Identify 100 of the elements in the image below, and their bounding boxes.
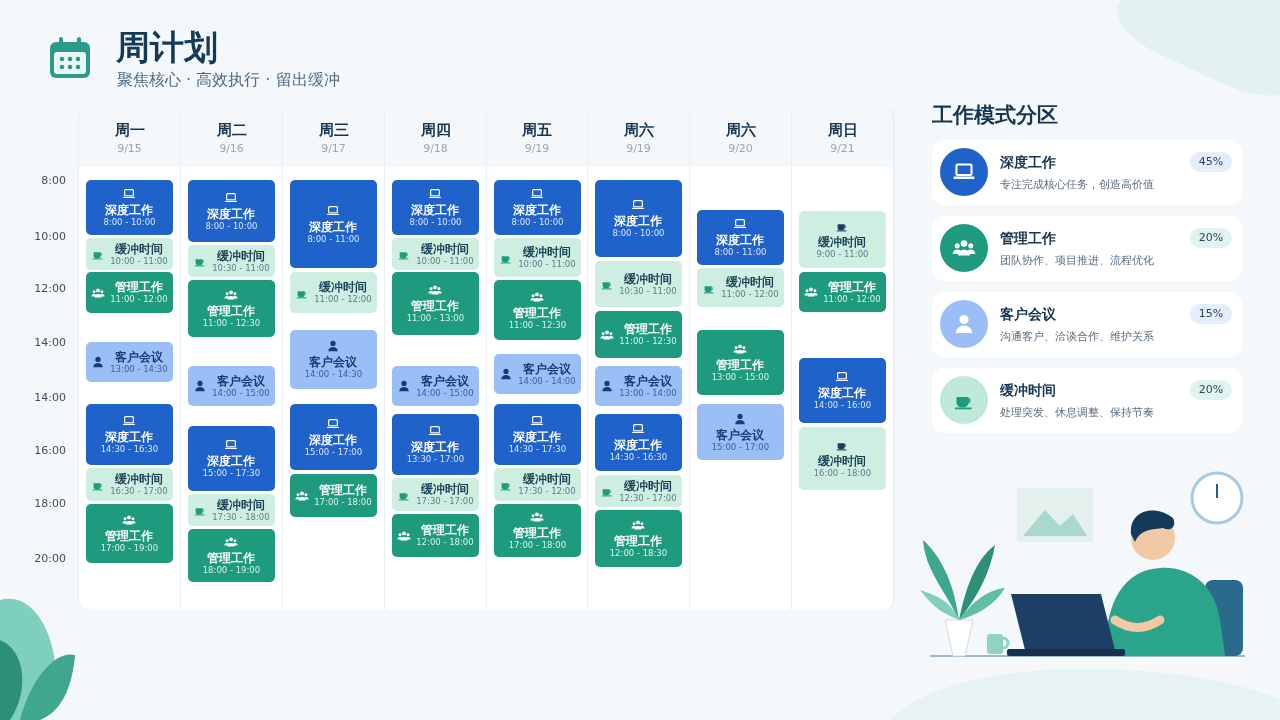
event-time: 8:00 - 10:00	[511, 217, 564, 228]
day-column	[181, 108, 282, 610]
event-title: 缓冲时间	[419, 241, 470, 256]
category-card	[932, 140, 1242, 205]
event-title: 缓冲时间	[622, 271, 673, 286]
deep-work-block	[494, 404, 581, 465]
event-time: 14:00 - 14:30	[304, 369, 363, 380]
event-title: 缓冲时间	[317, 280, 368, 294]
deep-work-block	[799, 358, 886, 423]
event-title: 缓冲时间	[622, 478, 673, 493]
event-title: 深度工作	[410, 440, 461, 454]
deep-work-block	[392, 414, 479, 475]
event-title: 深度工作	[613, 438, 664, 452]
event-title: 缓冲时间	[215, 248, 266, 263]
event-time: 8:00 - 10:00	[409, 217, 462, 228]
event-title: 管理工作	[206, 551, 257, 565]
event-title: 客户会议	[113, 349, 164, 364]
category-title: 管理工作	[1000, 229, 1056, 247]
client-meeting-block	[494, 354, 581, 394]
percentage-badge: 20%	[1190, 380, 1232, 400]
event-title: 深度工作	[410, 203, 461, 217]
buffer-time-block	[494, 238, 581, 277]
day-column	[792, 108, 893, 610]
event-time: 11:00 - 13:00	[406, 313, 465, 324]
day-name: 周日	[826, 120, 859, 140]
event-title: 管理工作	[715, 358, 766, 372]
event-time: 10:30 - 11:00	[619, 285, 677, 297]
deep-work-block	[697, 210, 784, 265]
subtitle: 聚焦核心 · 高效执行 · 留出缓冲	[117, 70, 340, 90]
day-name: 周四	[419, 120, 452, 140]
event-time: 14:00 - 16:00	[813, 400, 872, 411]
event-time: 10:00 - 11:00	[110, 255, 168, 267]
buffer-time-block	[494, 468, 581, 501]
buffer-time-block	[86, 238, 173, 270]
event-time: 13:00 - 14:00	[619, 387, 677, 399]
management-block	[392, 272, 479, 335]
time-label: 12:00	[33, 282, 66, 296]
day-date: 9/16	[218, 142, 245, 156]
client-meeting-block	[697, 404, 784, 460]
event-title: 深度工作	[308, 219, 359, 234]
event-title: 管理工作	[410, 299, 461, 313]
category-description: 专注完成核心任务，创造高价值	[1000, 177, 1154, 191]
event-time: 11:00 - 12:30	[202, 318, 261, 329]
time-label: 18:00	[33, 497, 66, 511]
event-time: 16:00 - 18:00	[813, 468, 872, 479]
category-description: 团队协作、项目推进、流程优化	[1000, 253, 1154, 267]
event-time: 13:00 - 15:00	[711, 372, 770, 383]
category-card	[932, 216, 1242, 281]
event-title: 深度工作	[512, 430, 563, 444]
day-date: 9/18	[422, 142, 449, 156]
event-title: 缓冲时间	[419, 482, 470, 496]
event-time: 15:00 - 17:30	[202, 468, 261, 479]
event-title: 缓冲时间	[521, 245, 572, 259]
event-time: 8:00 - 10:00	[205, 220, 258, 232]
day-date: 9/21	[829, 142, 856, 156]
event-time: 14:30 - 16:30	[609, 452, 668, 463]
event-time: 12:00 - 18:00	[416, 537, 474, 548]
day-column	[690, 108, 791, 610]
event-title: 深度工作	[512, 203, 563, 217]
event-time: 12:00 - 18:30	[609, 548, 668, 559]
percentage-badge: 20%	[1190, 228, 1232, 248]
event-time: 17:30 - 17:00	[416, 496, 474, 507]
event-time: 13:00 - 14:30	[110, 363, 168, 375]
management-block	[494, 504, 581, 557]
page-title: 周计划	[116, 26, 218, 68]
day-name: 周六	[622, 120, 655, 140]
event-title: 深度工作	[308, 432, 359, 447]
event-title: 客户会议	[308, 355, 359, 369]
event-title: 客户会议	[419, 373, 470, 388]
deep-work-block	[392, 180, 479, 235]
event-time: 13:30 - 17:00	[406, 454, 465, 465]
panel-heading: 工作模式分区	[932, 102, 1058, 129]
time-label: 16:00	[33, 444, 66, 458]
category-card	[932, 292, 1242, 357]
client-meeting-block	[595, 366, 682, 406]
event-time: 10:30 - 11:00	[212, 262, 270, 274]
category-title: 深度工作	[1000, 153, 1056, 171]
event-title: 客户会议	[622, 373, 673, 388]
event-title: 管理工作	[206, 304, 257, 318]
event-title: 深度工作	[613, 214, 664, 228]
event-title: 客户会议	[215, 373, 266, 388]
event-time: 18:00 - 19:00	[202, 565, 261, 576]
event-title: 缓冲时间	[215, 497, 266, 512]
event-title: 缓冲时间	[817, 454, 868, 468]
management-block	[595, 311, 682, 358]
event-title: 管理工作	[113, 280, 164, 294]
day-column	[588, 108, 689, 610]
management-block	[595, 510, 682, 567]
buffer-time-block	[188, 494, 275, 526]
client-meeting-block	[86, 342, 173, 382]
day-date: 9/17	[320, 142, 347, 156]
event-time: 15:00 - 17:00	[711, 441, 770, 453]
time-label: 8:00	[40, 174, 66, 188]
event-title: 管理工作	[512, 305, 563, 320]
event-title: 深度工作	[817, 386, 868, 400]
buffer-time-block	[86, 468, 173, 501]
event-time: 14:00 - 14:00	[518, 375, 576, 387]
management-block	[86, 272, 173, 313]
event-time: 14:00 - 15:00	[212, 387, 270, 399]
day-name: 周三	[317, 120, 350, 140]
